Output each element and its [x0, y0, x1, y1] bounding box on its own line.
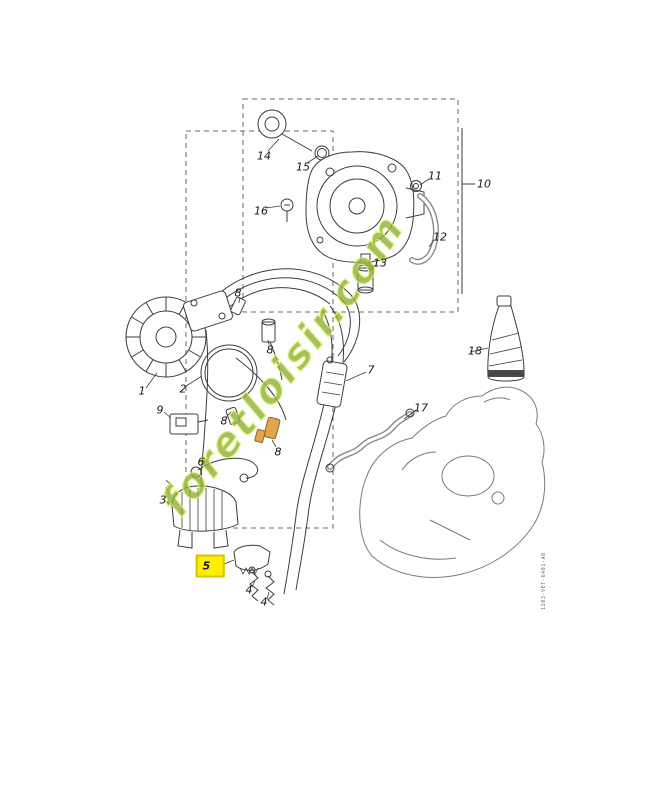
part-callout-3[interactable]: 3: [159, 493, 167, 507]
coil-assembly-part-3: [165, 479, 239, 549]
hose-part-12: [409, 193, 439, 265]
plug-part-14: [257, 109, 313, 152]
hose-part-17: [325, 408, 415, 473]
o-ring-part-2: [200, 344, 258, 402]
part-callout-1[interactable]: 1: [138, 384, 146, 398]
part-callout-12[interactable]: 12: [433, 230, 447, 244]
wire-part-6: [190, 457, 259, 483]
part-callout-2[interactable]: 2: [179, 382, 187, 396]
part-callout-6[interactable]: 6: [197, 455, 205, 469]
part-callout-9[interactable]: 9: [156, 403, 164, 417]
part-callout-17[interactable]: 17: [414, 401, 428, 415]
part-callout-5[interactable]: 5: [195, 554, 225, 578]
sealant-tube-part-18: [487, 295, 525, 382]
part-callout-8[interactable]: 8: [234, 286, 242, 300]
part-callout-15[interactable]: 15: [296, 160, 310, 174]
connectors-part-8: [225, 296, 281, 444]
part-callout-4[interactable]: 4: [245, 583, 253, 597]
switch-part-9: [169, 413, 209, 435]
part-callout-10[interactable]: 10: [477, 177, 491, 191]
part-callout-8[interactable]: 8: [266, 343, 274, 357]
connector-8d: [254, 416, 281, 444]
flywheel-part-1: [125, 296, 207, 378]
part-callout-4[interactable]: 4: [260, 595, 268, 609]
part-callout-14[interactable]: 14: [257, 149, 271, 163]
diagram-ref-code: 1203-VET-6401-A0: [541, 552, 547, 610]
part-callout-13[interactable]: 13: [373, 256, 387, 270]
cylinder-part-13: [357, 253, 374, 294]
straps-part-4: [248, 566, 275, 606]
fan-housing: [305, 151, 425, 263]
nut-part-11: [410, 180, 422, 192]
bracket-part-5: [233, 544, 271, 575]
part-callout-7[interactable]: 7: [367, 363, 375, 377]
module-part-7: [316, 356, 348, 408]
part-callout-18[interactable]: 18: [468, 344, 482, 358]
part-callout-11[interactable]: 11: [428, 169, 442, 183]
engine-housing: [359, 386, 546, 578]
part-callout-8[interactable]: 8: [220, 414, 228, 428]
ignition-module: [182, 290, 234, 332]
group-bracket-10: [461, 128, 475, 294]
screw-part-16: [280, 198, 294, 222]
part-callout-8[interactable]: 8: [274, 445, 282, 459]
part-callout-16[interactable]: 16: [254, 204, 268, 218]
leader-lines: [145, 138, 489, 600]
